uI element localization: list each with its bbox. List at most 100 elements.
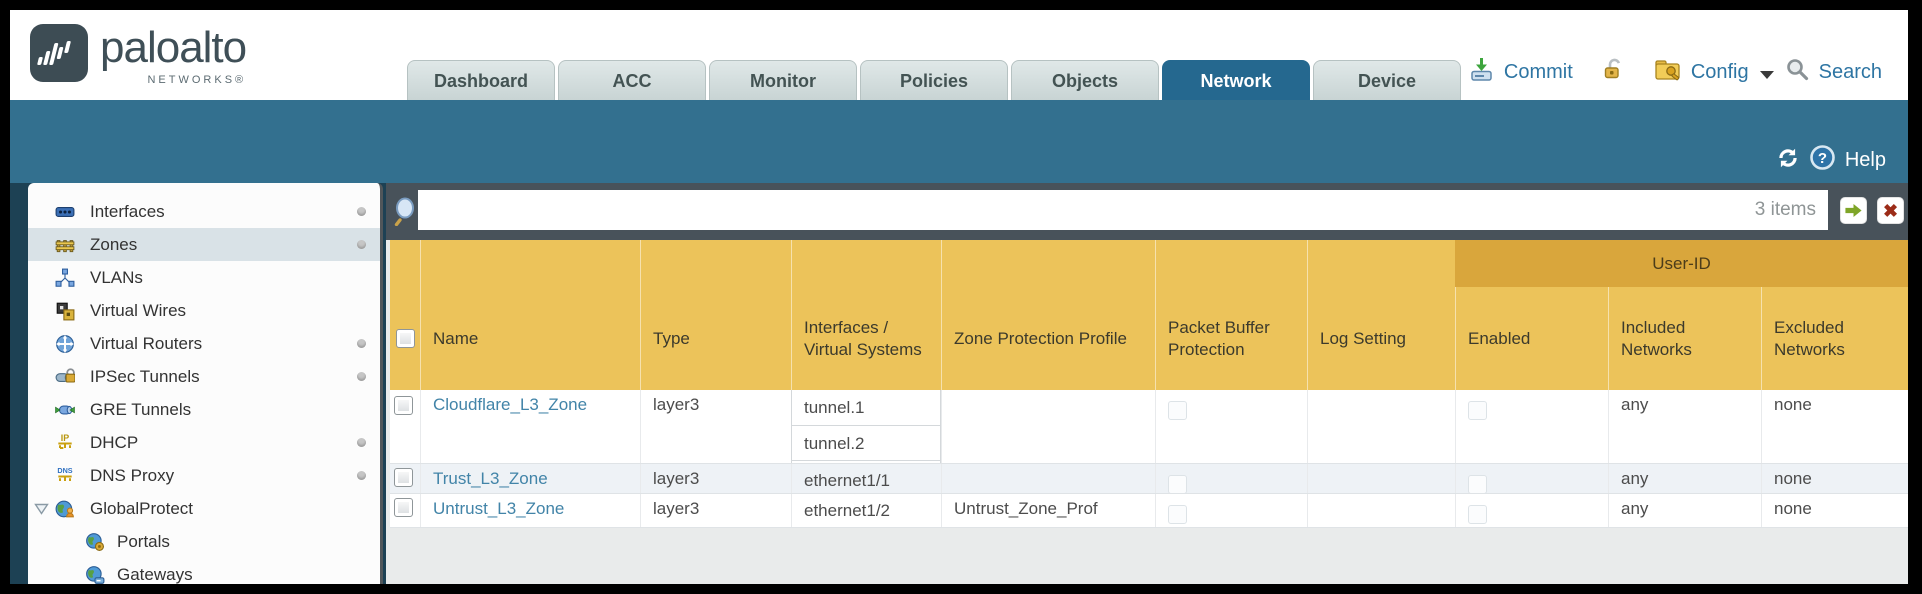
search-button[interactable]: Search bbox=[1818, 61, 1882, 83]
column-header-type[interactable]: Type bbox=[640, 287, 791, 390]
chevron-down-icon[interactable] bbox=[1759, 70, 1774, 79]
user-id-enabled-cell bbox=[1455, 390, 1608, 463]
zone-interfaces-cell: tunnel.1 tunnel.2 bbox=[791, 390, 941, 463]
commit-button[interactable]: Commit bbox=[1503, 61, 1573, 83]
status-dot bbox=[357, 339, 366, 348]
sidebar-item-dns-proxy[interactable]: DNS DNS Proxy bbox=[28, 459, 380, 492]
apply-filter-button[interactable] bbox=[1840, 197, 1867, 224]
search-icon bbox=[1785, 57, 1810, 88]
sidebar-item-virtual-routers[interactable]: Virtual Routers bbox=[28, 327, 380, 360]
collapse-triangle-icon[interactable] bbox=[34, 501, 49, 521]
status-dot bbox=[357, 207, 366, 216]
paloalto-logo: paloalto NETWORKS® bbox=[30, 24, 247, 86]
sidebar-item-portals[interactable]: Portals bbox=[28, 525, 380, 558]
interfaces-icon bbox=[55, 202, 75, 222]
app-window: paloalto NETWORKS® Dashboard ACC Monitor… bbox=[10, 10, 1908, 584]
tab-dashboard[interactable]: Dashboard bbox=[407, 60, 555, 100]
tab-objects[interactable]: Objects bbox=[1011, 60, 1159, 100]
sidebar-item-zones[interactable]: Zones bbox=[28, 228, 380, 261]
zones-main-panel: 3 items ✖ User-ID bbox=[386, 183, 1908, 584]
row-checkbox[interactable] bbox=[394, 396, 413, 415]
svg-text:?: ? bbox=[1818, 150, 1827, 167]
sidebar-item-gateways[interactable]: Gateways bbox=[28, 558, 380, 584]
content-area: Interfaces Zones VLANs bbox=[10, 183, 1908, 584]
sidebar-item-globalprotect[interactable]: GlobalProtect bbox=[28, 492, 380, 525]
included-networks-cell: any bbox=[1608, 494, 1761, 527]
included-networks-cell: any bbox=[1608, 464, 1761, 493]
lock-open-icon[interactable] bbox=[1601, 57, 1626, 88]
config-icon bbox=[1654, 57, 1682, 89]
row-checkbox[interactable] bbox=[394, 468, 413, 487]
tab-network[interactable]: Network bbox=[1162, 60, 1310, 100]
zone-protection-profile-cell bbox=[941, 390, 1155, 463]
filter-search-icon bbox=[392, 196, 419, 231]
column-header-name[interactable]: Name bbox=[420, 287, 640, 390]
page-header-band: ? Help bbox=[10, 100, 1908, 183]
zone-type-cell: layer3 bbox=[640, 494, 791, 527]
status-dot bbox=[357, 372, 366, 381]
zone-name-link[interactable]: Trust_L3_Zone bbox=[433, 469, 548, 488]
sidebar-item-virtual-wires[interactable]: Virtual Wires bbox=[28, 294, 380, 327]
table-row: Cloudflare_L3_Zone layer3 tunnel.1 tunne… bbox=[390, 390, 1908, 464]
column-header-enabled[interactable]: Enabled bbox=[1455, 287, 1608, 390]
zone-name-link[interactable]: Untrust_L3_Zone bbox=[433, 499, 565, 518]
column-header-included-networks[interactable]: Included Networks bbox=[1608, 287, 1761, 390]
packet-buffer-protection-cell bbox=[1155, 464, 1307, 493]
sidebar-item-ipsec-tunnels[interactable]: IPSec Tunnels bbox=[28, 360, 380, 393]
tab-policies[interactable]: Policies bbox=[860, 60, 1008, 100]
status-dot bbox=[357, 240, 366, 249]
zone-name-cell: Cloudflare_L3_Zone bbox=[420, 390, 640, 463]
sidebar-item-dhcp[interactable]: IP DHCP bbox=[28, 426, 380, 459]
column-header-log-setting[interactable]: Log Setting bbox=[1307, 287, 1455, 390]
zone-name-cell: Trust_L3_Zone bbox=[420, 464, 640, 493]
packet-buffer-protection-cell bbox=[1155, 390, 1307, 463]
packet-buffer-checkbox[interactable] bbox=[1168, 401, 1187, 420]
excluded-networks-cell: none bbox=[1761, 494, 1908, 527]
top-utilities: Commit Config bbox=[1468, 56, 1882, 89]
excluded-networks-cell: none bbox=[1761, 390, 1908, 463]
user-id-enabled-checkbox[interactable] bbox=[1468, 505, 1487, 524]
clear-filter-button[interactable]: ✖ bbox=[1877, 197, 1904, 224]
table-row: Trust_L3_Zone layer3 ethernet1/1 any non… bbox=[390, 464, 1908, 494]
sidebar-item-vlans[interactable]: VLANs bbox=[28, 261, 380, 294]
virtual-routers-icon bbox=[55, 334, 75, 354]
interface-entry: tunnel.1 bbox=[792, 390, 940, 426]
dhcp-icon: IP bbox=[55, 432, 75, 453]
zone-protection-profile-cell: Untrust_Zone_Prof bbox=[941, 494, 1155, 527]
tab-device[interactable]: Device bbox=[1313, 60, 1461, 100]
help-label[interactable]: Help bbox=[1844, 149, 1886, 171]
packet-buffer-checkbox[interactable] bbox=[1168, 475, 1187, 493]
user-id-enabled-checkbox[interactable] bbox=[1468, 401, 1487, 420]
config-menu-button[interactable]: Config bbox=[1690, 61, 1749, 83]
zone-protection-profile-cell bbox=[941, 464, 1155, 493]
zone-type-cell: layer3 bbox=[640, 464, 791, 493]
sidebar-item-interfaces[interactable]: Interfaces bbox=[28, 195, 380, 228]
help-icon[interactable]: ? bbox=[1809, 144, 1836, 177]
row-select-cell bbox=[390, 390, 420, 463]
main-nav-tabs: Dashboard ACC Monitor Policies Objects N… bbox=[407, 60, 1461, 100]
network-sidebar: Interfaces Zones VLANs bbox=[28, 183, 383, 584]
zone-interfaces-cell: ethernet1/2 bbox=[791, 494, 941, 527]
top-bar: paloalto NETWORKS® Dashboard ACC Monitor… bbox=[10, 10, 1908, 100]
log-setting-cell bbox=[1307, 390, 1455, 463]
column-header-packet-buffer-protection[interactable]: Packet Buffer Protection bbox=[1155, 287, 1307, 390]
refresh-icon[interactable] bbox=[1776, 146, 1800, 176]
sidebar-item-gre-tunnels[interactable]: GRE Tunnels bbox=[28, 393, 380, 426]
select-all-checkbox[interactable] bbox=[395, 329, 415, 348]
user-id-enabled-checkbox[interactable] bbox=[1468, 475, 1487, 493]
column-header-excluded-networks[interactable]: Excluded Networks bbox=[1761, 287, 1908, 390]
packet-buffer-protection-cell bbox=[1155, 494, 1307, 527]
packet-buffer-checkbox[interactable] bbox=[1168, 505, 1187, 524]
log-setting-cell bbox=[1307, 464, 1455, 493]
interface-entry: tunnel.2 bbox=[792, 426, 940, 461]
user-id-enabled-cell bbox=[1455, 494, 1608, 527]
column-header-interfaces[interactable]: Interfaces / Virtual Systems bbox=[791, 287, 941, 390]
zone-name-link[interactable]: Cloudflare_L3_Zone bbox=[433, 395, 588, 414]
column-header-zone-protection-profile[interactable]: Zone Protection Profile bbox=[941, 287, 1155, 390]
tab-monitor[interactable]: Monitor bbox=[709, 60, 857, 100]
status-dot bbox=[357, 471, 366, 480]
row-checkbox[interactable] bbox=[394, 498, 413, 517]
tab-acc[interactable]: ACC bbox=[558, 60, 706, 100]
filter-input[interactable] bbox=[418, 190, 1828, 230]
zone-interfaces-cell: ethernet1/1 bbox=[791, 464, 941, 493]
